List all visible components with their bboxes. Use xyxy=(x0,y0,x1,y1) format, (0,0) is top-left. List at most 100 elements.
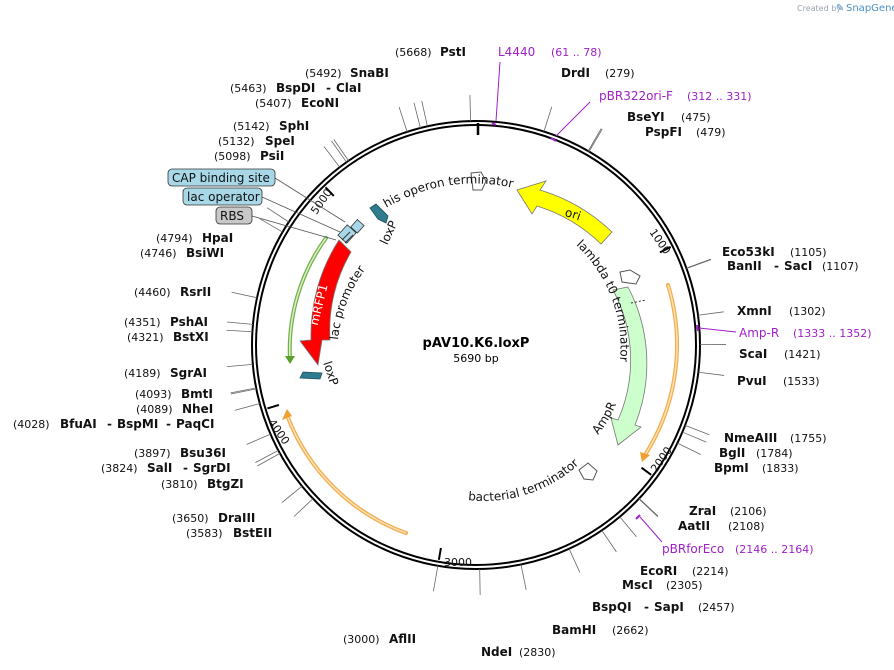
site-bspqI[interactable]: BspQI xyxy=(592,600,632,614)
backbone-outer xyxy=(251,120,701,570)
site-pos: (1421) xyxy=(784,348,821,361)
primer-mark-amp-r[interactable] xyxy=(696,324,699,332)
bacterial-terminator-feature[interactable] xyxy=(578,462,598,481)
lambda-terminator-feature[interactable] xyxy=(619,269,641,285)
loxp-feature-1[interactable] xyxy=(369,203,389,224)
site-sep: - xyxy=(183,461,188,475)
site-leader-line xyxy=(686,258,711,269)
site-zraI[interactable]: ZraI xyxy=(689,504,716,518)
site-pos: (1107) xyxy=(822,260,859,273)
his-terminator-feature[interactable] xyxy=(470,171,487,191)
primer-mark-l4440[interactable] xyxy=(491,122,497,126)
site-xmnI[interactable]: XmnI xyxy=(737,304,772,318)
site-bsiwI[interactable]: BsiWI xyxy=(186,246,224,260)
site-hpaI[interactable]: HpaI xyxy=(202,231,233,245)
mrfp1-feature[interactable] xyxy=(299,239,352,366)
site-sacI[interactable]: SacI xyxy=(784,259,812,273)
site-psiI[interactable]: PsiI xyxy=(260,149,284,163)
site-salI[interactable]: SalI xyxy=(147,461,172,475)
site-pspfI[interactable]: PspFI xyxy=(645,125,682,139)
site-sep: - xyxy=(326,81,331,95)
site-pshaI[interactable]: PshAI xyxy=(170,315,208,329)
site-bsu36I[interactable]: Bsu36I xyxy=(180,446,226,460)
site-pos: (5463) xyxy=(230,82,267,95)
site-bglI[interactable]: BglI xyxy=(719,446,745,460)
site-bspmI[interactable]: BspMI xyxy=(117,417,158,431)
loxp-label-1: loxP xyxy=(377,218,400,246)
site-bmtI[interactable]: BmtI xyxy=(181,387,213,401)
site-pos: (2662) xyxy=(612,624,649,637)
rbs-box[interactable] xyxy=(215,206,253,225)
site-pos: (5142) xyxy=(233,120,270,133)
cap-leader xyxy=(274,177,346,223)
primer-pbrforeco[interactable]: pBRforEco xyxy=(662,542,724,556)
cap-block[interactable] xyxy=(350,219,365,234)
site-bsteII[interactable]: BstEII xyxy=(233,526,272,540)
site-sep: - xyxy=(644,600,649,614)
site-bspdI[interactable]: BspDI xyxy=(276,81,315,95)
primer-leader xyxy=(639,516,663,543)
site-snabI[interactable]: SnaBI xyxy=(350,66,389,80)
site-mscI[interactable]: MscI xyxy=(622,578,653,592)
site-pstI[interactable]: PstI xyxy=(440,45,466,59)
site-nmeaIII[interactable]: NmeAIII xyxy=(724,431,777,445)
site-sgrdI[interactable]: SgrDI xyxy=(193,461,231,475)
site-bfuaI[interactable]: BfuAI xyxy=(60,417,97,431)
site-bstxI[interactable]: BstXI xyxy=(173,330,209,344)
lac-operator-box[interactable] xyxy=(182,187,263,206)
site-nheI[interactable]: NheI xyxy=(182,402,213,416)
site-ecorI[interactable]: EcoRI xyxy=(640,564,677,578)
site-claI[interactable]: ClaI xyxy=(336,81,361,95)
site-bseyI[interactable]: BseYI xyxy=(627,110,665,124)
site-sphI[interactable]: SphI xyxy=(279,119,309,133)
site-leader-line xyxy=(323,146,341,168)
primer-amp-r[interactable]: Amp-R xyxy=(739,326,779,340)
site-draIII[interactable]: DraIII xyxy=(218,511,255,525)
ampr-feature[interactable] xyxy=(610,286,648,446)
site-speI[interactable]: SpeI xyxy=(265,134,295,148)
site-banII[interactable]: BanII xyxy=(727,259,762,273)
lac-operator-stripe xyxy=(344,234,354,244)
site-pos: (2214) xyxy=(692,565,729,578)
site-pos: (2108) xyxy=(728,520,765,533)
orf-green-arc-core xyxy=(288,237,327,361)
scale-tick xyxy=(437,547,442,560)
primer-leader xyxy=(495,61,501,122)
site-drdI[interactable]: DrdI xyxy=(561,66,590,80)
site-ndeI[interactable]: NdeI xyxy=(481,645,512,659)
site-rsrII[interactable]: RsrII xyxy=(180,285,211,299)
site-pos: (2305) xyxy=(666,579,703,592)
site-sapI[interactable]: SapI xyxy=(654,600,684,614)
site-btgzI[interactable]: BtgZI xyxy=(207,477,244,491)
scale-tick xyxy=(267,404,280,410)
site-pvuI[interactable]: PvuI xyxy=(737,374,767,388)
primer-mark-pbr322ori-f[interactable] xyxy=(550,137,557,142)
site-sgraI[interactable]: SgrAI xyxy=(170,366,207,380)
cap-binding-site-box[interactable] xyxy=(167,168,276,187)
loxp-feature-2[interactable] xyxy=(299,371,323,380)
site-econI[interactable]: EcoNI xyxy=(301,96,339,110)
site-leader-line xyxy=(677,442,701,455)
site-paqcI[interactable]: PaqCI xyxy=(176,417,214,431)
site-aflII[interactable]: AflII xyxy=(389,632,416,646)
site-aatII[interactable]: AatII xyxy=(678,519,710,533)
site-pos: (3810) xyxy=(161,478,198,491)
primer-mark-pbrforeco[interactable] xyxy=(635,514,641,520)
site-bpmI[interactable]: BpmI xyxy=(714,461,749,475)
site-scaI[interactable]: ScaI xyxy=(739,347,767,361)
site-pos: (5492) xyxy=(305,67,342,80)
site-leader-line xyxy=(698,371,725,376)
bacterial-terminator-label: bacterial terminator xyxy=(468,456,581,504)
primer-l4440[interactable]: L4440 xyxy=(498,45,535,59)
primer-pos: (2146 .. 2164) xyxy=(735,543,814,556)
site-pos: (3650) xyxy=(172,512,209,525)
orf-orange-arrowhead-right xyxy=(640,452,650,462)
site-bamhI[interactable]: BamHI xyxy=(552,623,596,637)
primer-pbr322ori-f[interactable]: pBR322ori-F xyxy=(599,89,673,103)
site-pos: (4746) xyxy=(140,247,177,260)
ori-feature[interactable] xyxy=(516,180,613,245)
site-pos: (5098) xyxy=(214,150,251,163)
scale-tick xyxy=(324,186,335,197)
site-eco53kI[interactable]: Eco53kI xyxy=(722,245,775,259)
site-leader-line xyxy=(587,128,602,152)
